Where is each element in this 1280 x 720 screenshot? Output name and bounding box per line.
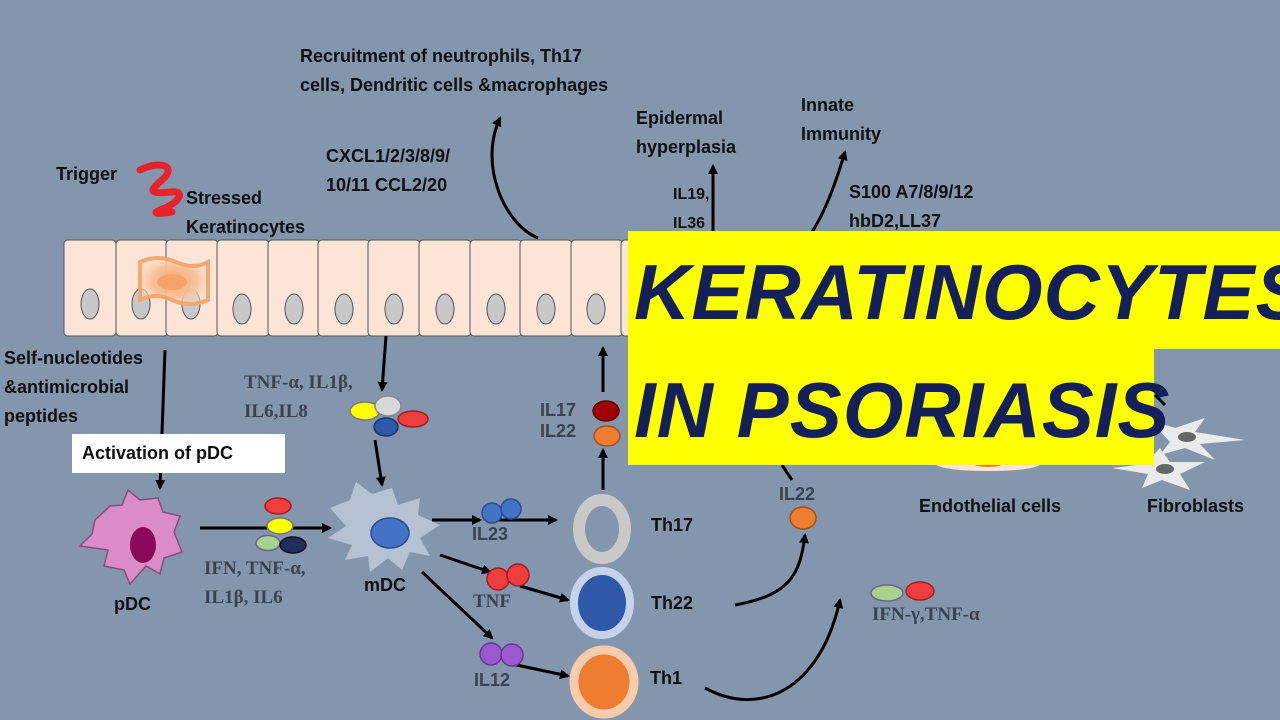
tnf-il1b-label: TNF-α, IL1β, IL6,IL8 — [244, 372, 353, 422]
mdc-label: mDC — [364, 575, 407, 595]
pdc-cell — [78, 488, 183, 586]
keratinocyte-cell — [63, 239, 117, 337]
tnf-bead — [506, 563, 530, 587]
fibroblasts-label: Fibroblasts — [1147, 496, 1245, 516]
mdc-cell — [328, 482, 440, 572]
th17-cell — [573, 494, 631, 564]
fibroblast — [1150, 418, 1245, 460]
title-line-2: IN PSORIASIS — [634, 366, 1171, 454]
cytokine-bead-yellow — [266, 517, 294, 535]
endothelial-cells-label: Endothelial cells — [919, 496, 1062, 516]
cytokine-beads — [255, 395, 935, 667]
cell-nucleus — [536, 293, 556, 325]
arrow-mdc-to-il12 — [420, 570, 494, 640]
il22-label-left: IL22 — [540, 421, 577, 441]
trigger-label: Trigger — [56, 164, 118, 184]
cell-nucleus — [586, 293, 606, 325]
keratinocyte-layer — [63, 239, 642, 337]
il22-bead — [593, 425, 621, 447]
cell-nucleus — [486, 293, 506, 325]
th1-label: Th1 — [650, 668, 683, 688]
title-line-1: KERATINOCYTES — [634, 248, 1280, 336]
ifn-gamma-bead — [870, 584, 904, 602]
arrow-tnf-to-th22 — [519, 584, 570, 603]
title-banner-bottom — [628, 349, 1154, 465]
il12-bead — [479, 642, 503, 666]
stressed-keratinocytes-label: Stressed Keratinocytes — [186, 188, 306, 237]
title-line-2-box: IN PSORIASIS — [628, 349, 1169, 465]
il17-label: IL17 — [540, 400, 577, 420]
stressed-keratinocyte — [138, 256, 210, 306]
tnf-bead — [486, 567, 510, 591]
t-cells — [569, 494, 639, 719]
cell-nucleus — [80, 288, 100, 320]
arrow-cells-to-recruitment — [490, 116, 539, 240]
activation-of-pdc-box: Activation of pDC — [72, 434, 285, 473]
il12-bead — [500, 643, 524, 667]
ifn-cytokines-label: IFN, TNF-α, IL1β, IL6 — [204, 558, 306, 608]
il22-bead-right — [789, 506, 817, 530]
th17-label: Th17 — [651, 515, 694, 535]
cytokine-bead-green — [255, 534, 281, 552]
ifn-gamma-tnf-label: IFN-γ,TNF-α — [872, 604, 980, 625]
arrow-th1-to-ifn — [704, 598, 844, 702]
il12-label: IL12 — [474, 670, 511, 690]
cell-nucleus — [334, 293, 354, 325]
innate-immunity-label: Innate Immunity — [801, 95, 882, 144]
cytokine-bead-blue — [373, 417, 399, 437]
arrow-th22-to-il22 — [734, 533, 809, 607]
title-banner-top — [628, 231, 1280, 349]
epidermal-hyperplasia-label: Epidermal hyperplasia — [636, 108, 737, 157]
cell-nucleus — [284, 293, 304, 325]
il17-bead — [592, 400, 620, 422]
line-to-fibroblasts — [1153, 393, 1167, 407]
cytokine-bead-red — [397, 410, 429, 428]
il23-bead — [500, 498, 522, 520]
arrow-mdc-to-tnf — [439, 553, 492, 575]
cell-nucleus — [384, 293, 404, 325]
arrow-to-innate-immunity — [810, 150, 848, 233]
title-line-1-box: KERATINOCYTES — [628, 231, 1280, 349]
activation-of-pdc-label: Activation of pDC — [82, 443, 233, 463]
il19-il36-label: IL19, IL36 — [673, 186, 710, 232]
arrow-cells-to-tnf-cytokines — [377, 335, 388, 392]
line-to-il22-right — [780, 464, 794, 481]
recruitment-label: Recruitment of neutrophils, Th17 cells, … — [300, 46, 609, 95]
th1-cell — [569, 645, 639, 719]
th22-cell — [570, 567, 634, 639]
tnf-alpha-bead — [905, 581, 935, 601]
trigger-squiggle — [136, 161, 183, 217]
pdc-label: pDC — [114, 594, 151, 614]
fibroblast-nucleus — [1178, 432, 1196, 442]
il23-label: IL23 — [472, 524, 509, 544]
tnf-label: TNF — [473, 591, 511, 612]
cytokine-bead-grey — [374, 395, 402, 417]
cytokine-bead-red — [264, 497, 292, 515]
fibroblast-nucleus — [1156, 464, 1174, 474]
arrow-cytokines-to-mdc — [373, 439, 386, 487]
th22-label: Th22 — [651, 593, 694, 613]
cell-nucleus — [232, 293, 252, 325]
arrows — [155, 116, 848, 702]
cytokine-bead-navy — [279, 536, 307, 554]
self-nucleotides-label: Self-nucleotides &antimicrobial peptides — [4, 348, 144, 426]
fibroblasts — [1112, 418, 1245, 490]
cell-nucleus — [435, 293, 455, 325]
il22-label-right: IL22 — [779, 484, 816, 504]
arrow-il12-to-th1 — [511, 662, 570, 680]
antimicrobial-label: S100 A7/8/9/12 hbD2,LL37 — [849, 182, 974, 231]
chemokines-label: CXCL1/2/3/8/9/ 10/11 CCL2/20 — [326, 146, 451, 195]
